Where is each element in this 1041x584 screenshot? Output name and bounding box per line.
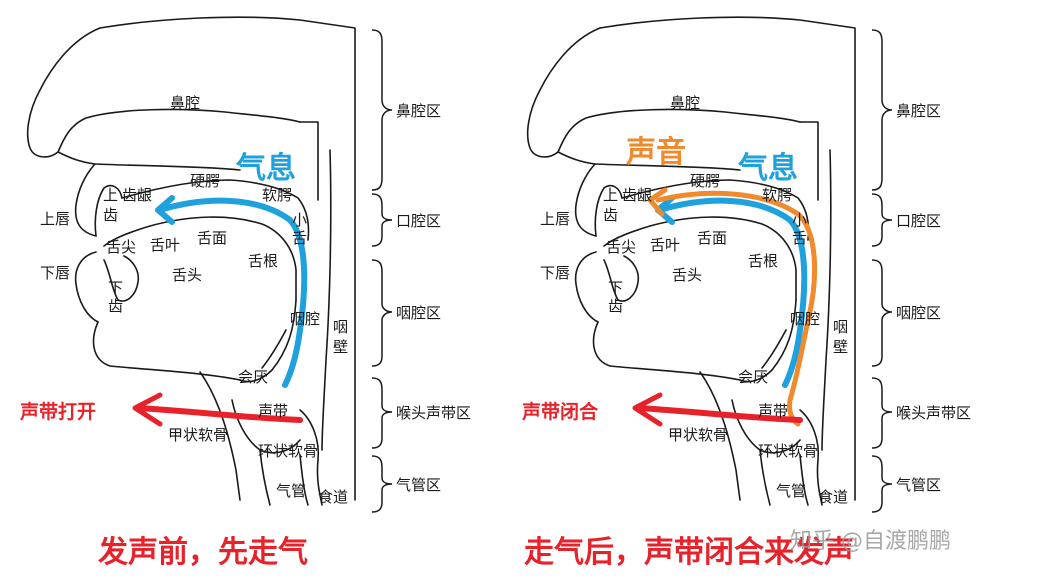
label-upper-lip-r: 上唇: [540, 210, 570, 228]
label-pharynx-wall-2: 壁: [333, 338, 348, 356]
watermark: 知乎 @自渡鹏鹏: [790, 529, 951, 554]
label-cricoid-cartilage: 环状软骨: [258, 442, 318, 460]
label-pharynx-cavity: 咽腔: [290, 310, 320, 328]
label-tongue-surface: 舌面: [197, 229, 227, 247]
label-thyroid-cartilage: 甲状软骨: [168, 426, 228, 444]
breath-arrow: [157, 197, 308, 388]
label-uvula-2: 舌: [292, 229, 307, 247]
label-vocal-cords: 声带: [258, 402, 288, 420]
region-nasal-r: 鼻腔区: [896, 102, 941, 120]
label-uvula-2-r: 舌: [792, 229, 807, 247]
label-lower-tooth-2-r: 齿: [608, 297, 623, 315]
region-trachea-r: 气管区: [896, 476, 941, 494]
region-larynx: 喉头声带区: [396, 404, 471, 422]
label-epiglottis: 会厌: [238, 368, 268, 386]
label-pharynx-wall-2-r: 壁: [833, 338, 848, 356]
label-vocal-cords-r: 声带: [758, 402, 788, 420]
region-oral: 口腔区: [396, 212, 441, 230]
label-nasal-cavity-r: 鼻腔: [670, 94, 700, 112]
label-upper-tooth-2-r: 齿: [603, 206, 618, 224]
left-panel: 鼻腔 上 齿 齿龈 硬腭 软腭 小 舌 上唇 下唇 舌尖 舌叶 舌面 舌头 舌根…: [19, 16, 471, 570]
label-lower-lip-r: 下唇: [540, 264, 570, 282]
label-soft-palate: 软腭: [262, 186, 292, 204]
left-caption: 发声前，先走气: [97, 535, 308, 570]
label-tongue-blade: 舌叶: [150, 236, 180, 254]
vocal-open-arrowhead: [132, 392, 163, 427]
vocal-closed-arrowhead: [632, 392, 663, 427]
region-pharynx-r: 咽腔区: [896, 304, 941, 322]
label-lower-tooth-1: 下: [108, 279, 123, 297]
label-upper-tooth-1: 上: [103, 186, 118, 204]
sound-arrow: [655, 190, 817, 427]
label-cricoid-cartilage-r: 环状软骨: [758, 442, 818, 460]
region-pharynx: 咽腔区: [396, 304, 441, 322]
label-pharynx-wall-1: 咽: [333, 318, 348, 336]
right-region-brackets: [871, 29, 893, 513]
label-tongue-root: 舌根: [248, 252, 278, 270]
vocal-open-label: 声带打开: [19, 400, 96, 423]
label-lower-lip: 下唇: [40, 264, 70, 282]
breath-label: 气息: [236, 151, 296, 186]
label-upper-tooth-2: 齿: [103, 206, 118, 224]
label-nasal-cavity: 鼻腔: [170, 94, 200, 112]
label-lower-tooth-1-r: 下: [608, 279, 623, 297]
label-epiglottis-r: 会厌: [738, 368, 768, 386]
label-trachea: 气管: [276, 482, 306, 500]
label-upper-lip: 上唇: [40, 210, 70, 228]
left-region-brackets: [371, 29, 393, 513]
region-oral-r: 口腔区: [896, 212, 941, 230]
sound-arrowhead: [647, 187, 668, 217]
label-tongue-body-r: 舌头: [672, 266, 702, 284]
label-uvula-1-r: 小: [792, 211, 807, 229]
label-thyroid-cartilage-r: 甲状软骨: [668, 426, 728, 444]
label-hard-palate-r: 硬腭: [690, 172, 720, 190]
breath-arrow-right: [657, 197, 808, 388]
region-larynx-r: 喉头声带区: [896, 404, 971, 422]
vocal-closed-label: 声带闭合: [521, 400, 599, 423]
label-tongue-tip: 舌尖: [106, 238, 136, 256]
label-pharynx-wall-1-r: 咽: [833, 318, 848, 336]
label-uvula-1: 小: [292, 211, 307, 229]
label-trachea-r: 气管: [776, 482, 806, 500]
label-esophagus: 食道: [318, 488, 348, 506]
breath-arrowhead: [155, 195, 175, 225]
right-panel: 鼻腔 上 齿 齿龈 硬腭 软腭 小 舌 上唇 下唇 舌尖 舌叶 舌面 舌头 舌根…: [521, 16, 971, 513]
label-tongue-surface-r: 舌面: [697, 229, 727, 247]
vocal-open-arrow: [137, 405, 303, 423]
label-tongue-root-r: 舌根: [748, 252, 778, 270]
label-upper-tooth-1-r: 上: [603, 186, 618, 204]
label-gum-r: 齿龈: [622, 186, 652, 204]
label-gum: 齿龈: [122, 186, 152, 204]
label-tongue-blade-r: 舌叶: [650, 236, 680, 254]
region-nasal: 鼻腔区: [396, 102, 441, 120]
label-hard-palate: 硬腭: [190, 172, 220, 190]
sound-label: 声音: [626, 135, 686, 170]
label-pharynx-cavity-r: 咽腔: [790, 310, 820, 328]
label-esophagus-r: 食道: [818, 488, 848, 506]
label-tongue-body: 舌头: [172, 266, 202, 284]
label-tongue-tip-r: 舌尖: [606, 238, 636, 256]
label-soft-palate-r: 软腭: [762, 186, 792, 204]
label-lower-tooth-2: 齿: [108, 297, 123, 315]
right-caption: 走气后，声带闭合来发声: [524, 535, 854, 570]
vocal-closed-arrow: [637, 405, 803, 423]
breath-label-right: 气息: [738, 151, 798, 186]
region-trachea: 气管区: [396, 476, 441, 494]
